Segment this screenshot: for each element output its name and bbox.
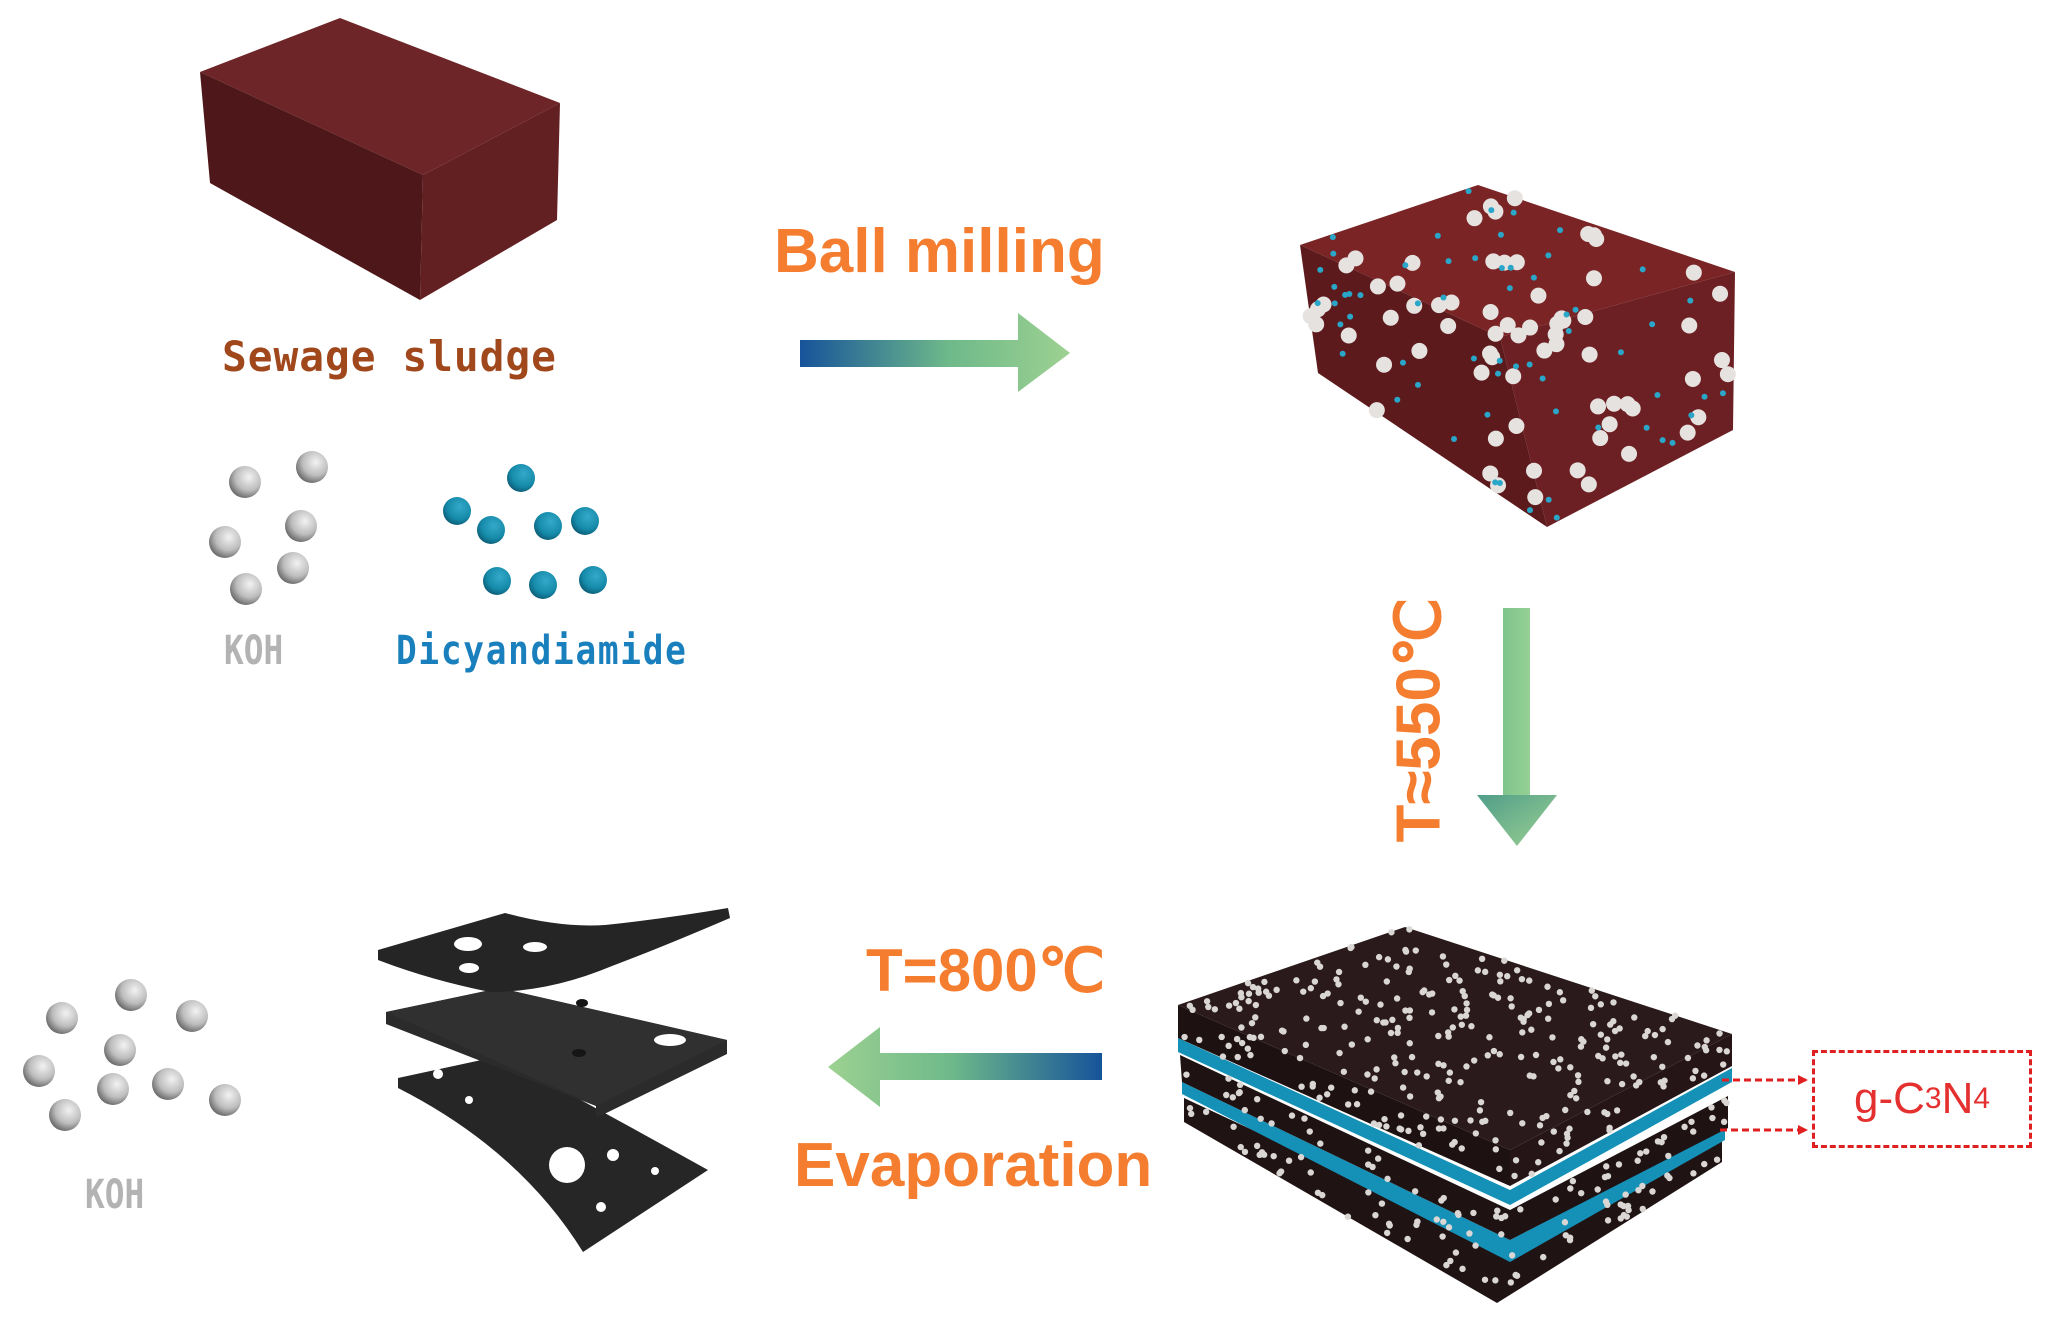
dicyandiamide-particles xyxy=(443,464,607,599)
koh-label-top: KOH xyxy=(224,628,284,674)
gcn-sub-3: 3 xyxy=(1924,1082,1942,1115)
koh-label-bottom: KOH xyxy=(85,1172,145,1218)
t550-label: T≈550℃ xyxy=(1384,597,1454,843)
t800-label: T=800℃ xyxy=(866,937,1106,1004)
dicyandiamide-label: Dicyandiamide xyxy=(396,628,688,674)
evaporation-label: Evaporation xyxy=(794,1131,1153,1200)
sewage-sludge-label: Sewage sludge xyxy=(222,332,557,381)
gcn-callout-arrows xyxy=(1720,1075,1808,1135)
gcn-mid: N xyxy=(1941,1074,1974,1123)
gcn-sub-4: 4 xyxy=(1973,1082,1991,1115)
ball-milling-label: Ball milling xyxy=(774,217,1105,286)
gcn-prefix: g-C xyxy=(1853,1074,1925,1123)
t550-down-arrow xyxy=(1477,608,1557,846)
ball-milled-block xyxy=(1300,185,1736,527)
ball-milling-arrow xyxy=(800,313,1070,392)
layered-carbon-stack xyxy=(1178,926,1732,1303)
sewage-sludge-block xyxy=(200,18,560,300)
koh-particles-bottom xyxy=(23,979,241,1131)
koh-particles-top xyxy=(209,451,328,605)
porous-carbon-sheets xyxy=(378,908,730,1252)
evaporation-arrow xyxy=(828,1027,1102,1107)
